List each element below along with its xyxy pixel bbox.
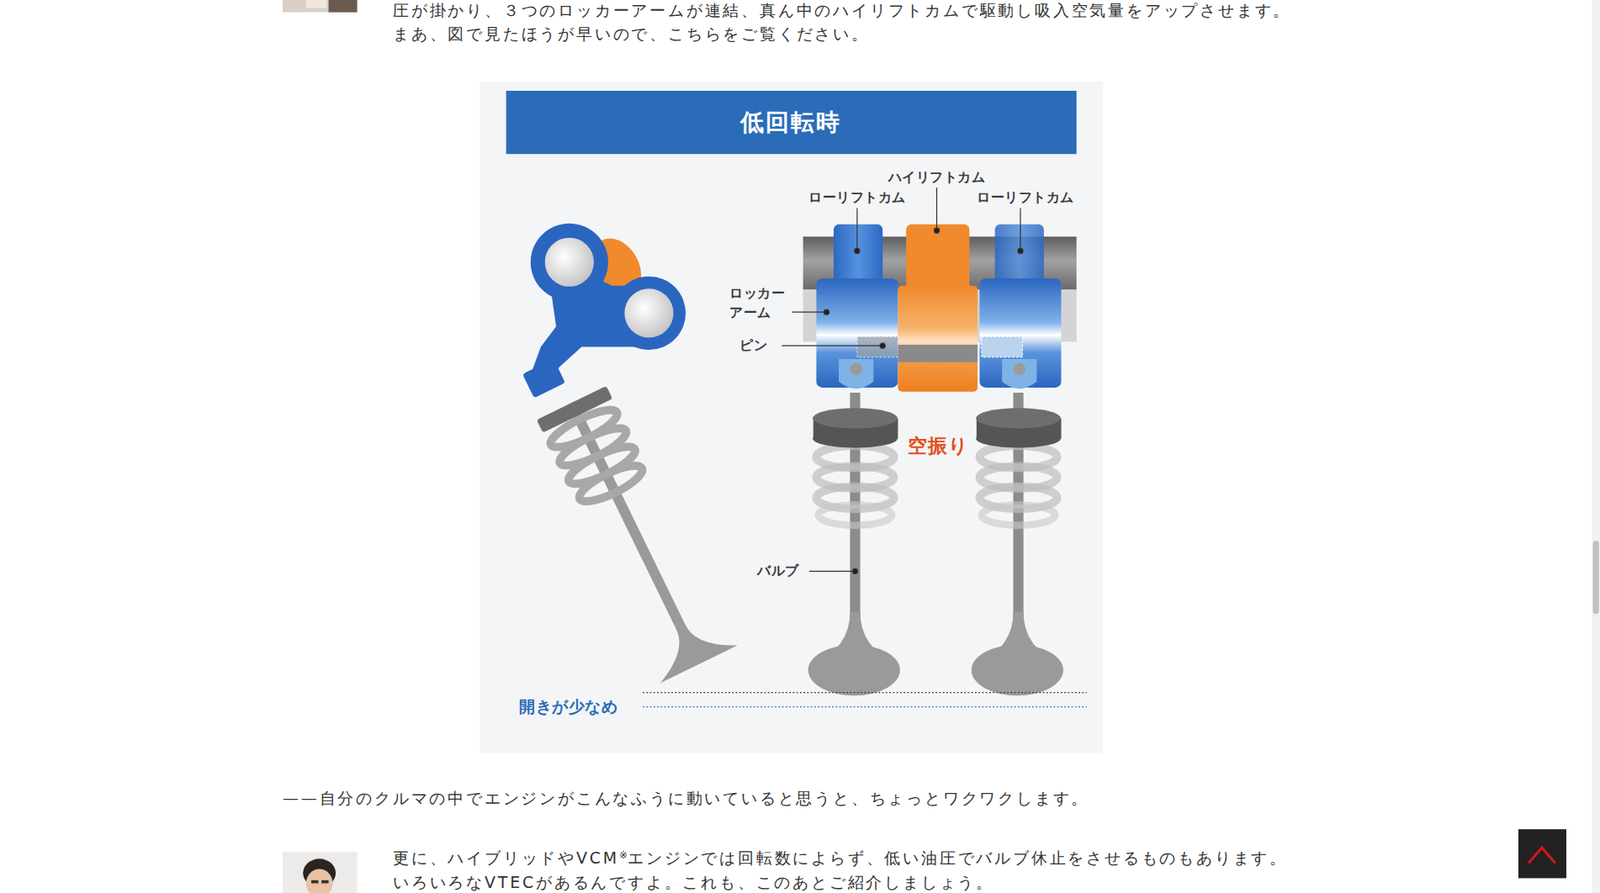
leader-line bbox=[854, 248, 860, 254]
scrollbar bbox=[1591, 0, 1600, 893]
back-to-top-button bbox=[1528, 847, 1556, 864]
leader-line bbox=[824, 309, 830, 315]
title-holder: 低回転時 bbox=[740, 106, 842, 139]
sync-pin bbox=[981, 336, 1023, 357]
lift-label: 開きが少なめ bbox=[519, 696, 618, 719]
leader-line bbox=[856, 207, 858, 251]
label-holder: いろいろなVTECがあるんですよ。これも、このあとご紹介しましょう。 bbox=[392, 872, 995, 893]
lift-line bbox=[642, 692, 1087, 694]
rocker-arms bbox=[815, 278, 1061, 393]
valve bbox=[812, 407, 898, 429]
scrollbar bbox=[1593, 540, 1600, 615]
valve-adjuster bbox=[849, 363, 863, 377]
side-view-rocker bbox=[522, 359, 566, 398]
valve-adjuster bbox=[1013, 363, 1027, 377]
label-holder: ロッカー アーム bbox=[729, 284, 789, 323]
side-view-valve bbox=[532, 384, 737, 684]
state-label: 空振り bbox=[907, 433, 970, 460]
body-text: ——自分のクルマの中でエンジンがこんなふうに動いていると思うと、ちょっとワクワク… bbox=[282, 788, 1090, 809]
label-holder: ピン bbox=[739, 336, 768, 355]
lift-line bbox=[642, 706, 1087, 708]
valve bbox=[808, 392, 901, 696]
author-avatar bbox=[282, 852, 358, 893]
leader-line bbox=[879, 343, 885, 349]
author-avatar bbox=[321, 880, 329, 885]
body-text: エンジンでは回転数によらず、低い油圧でバルブ休止をさせるものもあります。 bbox=[627, 848, 1288, 868]
side-view-valve bbox=[642, 609, 738, 684]
valve bbox=[808, 645, 901, 697]
side-view-rocker bbox=[545, 238, 594, 287]
leader-line bbox=[1019, 207, 1021, 251]
scrollbar bbox=[1591, 0, 1600, 893]
label-holder: ローリフトカム bbox=[808, 188, 906, 207]
label-holder: まあ、図で見たほうが早いので、こちらをご覧ください。 bbox=[392, 23, 870, 44]
valve bbox=[812, 429, 898, 449]
side-view-valve bbox=[536, 386, 613, 434]
paragraph-line: 更に、ハイブリッドやVCM※エンジンでは回転数によらず、低い油圧でバルブ休止をさ… bbox=[392, 847, 1288, 869]
footnote-mark: ※ bbox=[619, 849, 628, 862]
illustration bbox=[282, 0, 1600, 893]
leader-line bbox=[852, 568, 858, 574]
sync-pin bbox=[857, 336, 1023, 362]
leader-line bbox=[791, 312, 827, 313]
author-avatar bbox=[306, 868, 334, 893]
label-holder: 開きが少なめ bbox=[519, 696, 618, 719]
side-view-rocker bbox=[624, 288, 673, 338]
valve bbox=[971, 392, 1064, 696]
body-text: いろいろなVTECがあるんですよ。これも、このあとご紹介しましょう。 bbox=[392, 872, 995, 893]
label-holder: ローリフトカム bbox=[976, 188, 1075, 207]
label-holder: 空振り bbox=[907, 433, 970, 460]
sync-pin bbox=[857, 336, 899, 357]
valve-adjuster bbox=[838, 359, 1037, 389]
label-holder: バルブ bbox=[757, 561, 800, 581]
diagram-title: 低回転時 bbox=[740, 106, 842, 139]
valve-adjuster bbox=[1001, 359, 1037, 389]
body-text: 更に、ハイブリッドやVCM bbox=[392, 848, 620, 868]
title-band bbox=[506, 90, 1077, 154]
lift-line bbox=[642, 693, 1087, 708]
part-label: ハイリフトカム bbox=[888, 168, 986, 187]
rocker-arms bbox=[815, 278, 898, 388]
side-view-rocker bbox=[530, 223, 609, 302]
back-to-top-button bbox=[1518, 829, 1567, 879]
part-label: ロッカー アーム bbox=[729, 284, 789, 323]
side-view-valve bbox=[575, 459, 647, 509]
rocker-arms bbox=[897, 286, 978, 393]
rocker-arms bbox=[979, 278, 1061, 388]
leader-line bbox=[781, 345, 883, 347]
back-to-top-button bbox=[1518, 829, 1567, 879]
part-label: ローリフトカム bbox=[808, 188, 906, 207]
valve-adjuster bbox=[838, 359, 874, 389]
leader-line bbox=[936, 187, 938, 231]
leader-line bbox=[934, 227, 940, 234]
label-holder: ——自分のクルマの中でエンジンがこんなふうに動いていると思うと、ちょっとワクワク… bbox=[282, 788, 1090, 809]
part-label: バルブ bbox=[757, 561, 800, 581]
diagram-panel bbox=[479, 81, 1103, 753]
body-text: まあ、図で見たほうが早いので、こちらをご覧ください。 bbox=[392, 23, 870, 44]
part-label: ピン bbox=[739, 336, 768, 355]
label-holder: ハイリフトカム bbox=[888, 168, 986, 187]
sync-pin bbox=[897, 344, 978, 363]
label-holder: 圧が掛かり、３つのロッカーアームが連結、真ん中のハイリフトカムで駆動し吸入空気量… bbox=[392, 0, 1292, 21]
body-text: 圧が掛かり、３つのロッカーアームが連結、真ん中のハイリフトカムで駆動し吸入空気量… bbox=[392, 0, 1292, 21]
valve bbox=[818, 504, 892, 525]
leader-line bbox=[1017, 248, 1023, 254]
leader-line bbox=[781, 187, 1023, 574]
author-avatar bbox=[328, 0, 358, 13]
author-avatar bbox=[306, 0, 327, 9]
author-avatar bbox=[282, 0, 358, 13]
author-avatar bbox=[311, 880, 318, 885]
side-view-rocker bbox=[612, 276, 686, 350]
author-avatar bbox=[282, 0, 358, 13]
part-label: ローリフトカム bbox=[976, 188, 1075, 207]
side-view-rocker bbox=[522, 223, 686, 399]
leader-line bbox=[809, 571, 856, 573]
